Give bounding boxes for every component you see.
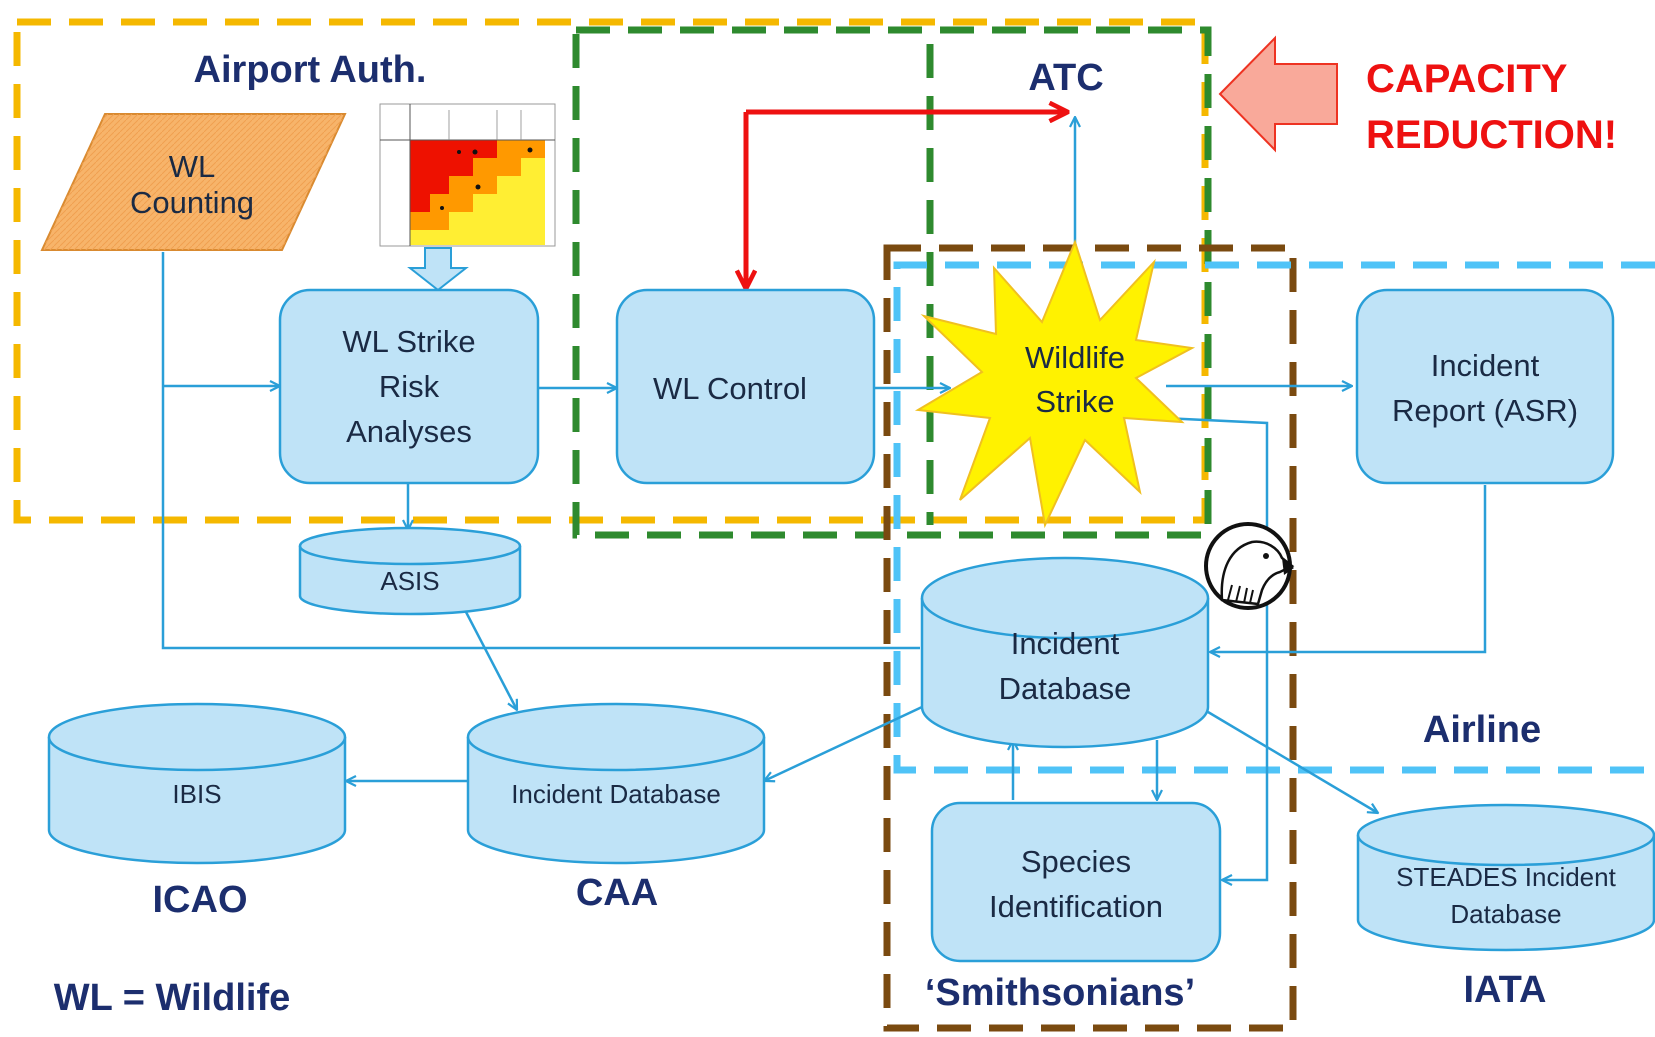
- atc-border: [572, 26, 1212, 539]
- airport-authority-border: [13, 18, 1209, 524]
- asis-database: ASIS: [298, 526, 522, 616]
- icao-label: ICAO: [153, 879, 248, 921]
- species-label-2: Identification: [989, 889, 1163, 924]
- risk-analyses-label-2: Risk: [379, 369, 440, 404]
- species-label-1: Species: [1021, 844, 1131, 879]
- airline-border: [893, 261, 1655, 774]
- incident-report-label-1: Incident: [1431, 348, 1540, 383]
- wl-counting-label-1: WL: [169, 149, 216, 184]
- iata-label: IATA: [1463, 969, 1546, 1011]
- incident-report-label-2: Report (ASR): [1392, 393, 1578, 428]
- incident-report-node: Incident Report (ASR): [1355, 288, 1615, 485]
- risk-matrix-icon: [379, 103, 556, 247]
- species-identification-node: Species Identification: [930, 801, 1222, 963]
- risk-analyses-label-1: WL Strike: [342, 324, 475, 359]
- steades-label-1: STEADES Incident: [1396, 862, 1616, 892]
- caa-label: CAA: [576, 872, 658, 914]
- wl-counting-label-2: Counting: [130, 185, 254, 220]
- wl-control-node: WL Control: [615, 288, 876, 485]
- airport-authority-label: Airport Auth.: [194, 49, 427, 91]
- caa-incident-database: Incident Database: [466, 702, 766, 865]
- capacity-alert-arrow-icon: [1218, 35, 1338, 153]
- eagle-icon: [1204, 522, 1295, 610]
- matrix-down-arrow-icon: [407, 247, 469, 292]
- asis-label: ASIS: [380, 566, 439, 596]
- main-incident-database: Incident Database: [920, 556, 1210, 749]
- capacity-alert-line1: CAPACITY: [1366, 57, 1568, 101]
- steades-label-2: Database: [1450, 899, 1561, 929]
- smithsonians-border: [883, 244, 1297, 1032]
- ibis-label: IBIS: [172, 779, 221, 809]
- risk-analyses-label-3: Analyses: [346, 414, 472, 449]
- atc-label: ATC: [1028, 57, 1103, 99]
- capacity-alert-line2: REDUCTION!: [1366, 113, 1617, 157]
- smithsonians-label: ‘Smithsonians’: [925, 972, 1195, 1014]
- wl-counting-node: WL Counting: [40, 113, 347, 251]
- wl-control-label: WL Control: [653, 371, 807, 406]
- main-db-label-1: Incident: [1011, 626, 1120, 661]
- legend-text: WL = Wildlife: [54, 977, 290, 1019]
- flow-connectors: [161, 117, 1487, 880]
- wildlife-strike-label-1: Wildlife: [1025, 340, 1125, 375]
- caa-db-label: Incident Database: [511, 779, 721, 809]
- airline-label: Airline: [1423, 709, 1541, 751]
- main-db-label-2: Database: [999, 671, 1132, 706]
- risk-analyses-node: WL Strike Risk Analyses: [278, 288, 540, 485]
- steades-database: STEADES Incident Database: [1356, 803, 1655, 952]
- wildlife-strike-node: Wildlife Strike: [914, 239, 1196, 529]
- wildlife-strike-label-2: Strike: [1035, 384, 1114, 419]
- ibis-database: IBIS: [47, 702, 347, 865]
